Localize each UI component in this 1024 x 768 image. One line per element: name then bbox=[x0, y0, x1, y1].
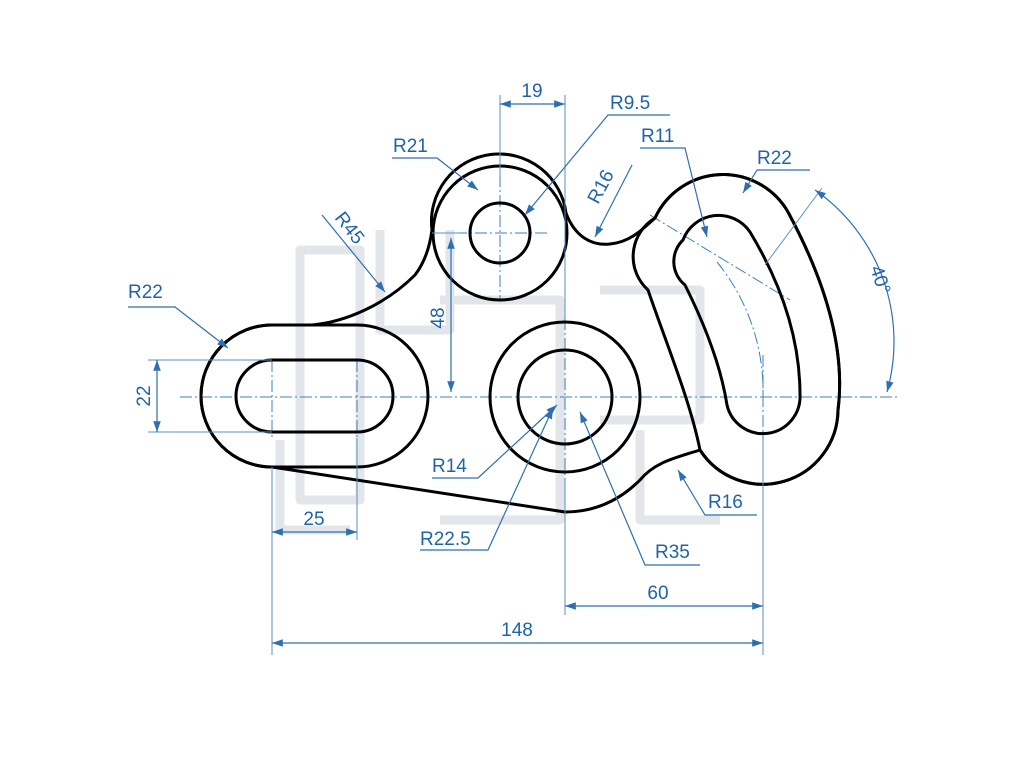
label-r9-5: R9.5 bbox=[610, 93, 650, 114]
label-r21: R21 bbox=[393, 136, 428, 157]
label-148: 148 bbox=[501, 620, 533, 641]
label-60: 60 bbox=[647, 583, 668, 604]
label-r14: R14 bbox=[432, 456, 467, 477]
dimension-lines bbox=[128, 95, 895, 655]
label-r45: R45 bbox=[330, 208, 368, 248]
label-r11: R11 bbox=[641, 126, 674, 147]
centerlines bbox=[180, 175, 900, 480]
arc-slot-outer bbox=[631, 173, 842, 486]
label-19: 19 bbox=[521, 81, 542, 102]
arc-slot-inner bbox=[672, 213, 802, 436]
label-r35: R35 bbox=[655, 542, 690, 563]
center-boss-outer bbox=[488, 320, 642, 474]
label-25: 25 bbox=[303, 509, 324, 530]
label-48: 48 bbox=[428, 307, 449, 328]
label-r22-5: R22.5 bbox=[420, 529, 471, 550]
label-r22-right: R22 bbox=[757, 148, 792, 169]
top-hole bbox=[468, 201, 532, 265]
center-hole bbox=[516, 348, 614, 446]
left-slot-inner bbox=[234, 358, 395, 434]
label-40-degrees: 40° bbox=[865, 263, 894, 297]
label-22: 22 bbox=[134, 385, 155, 406]
label-r22-left: R22 bbox=[128, 282, 163, 303]
label-r16-bottom: R16 bbox=[708, 492, 743, 513]
dimension-labels: 19 R9.5 R21 R11 R22 R16 R45 R22 48 22 40… bbox=[128, 81, 894, 641]
